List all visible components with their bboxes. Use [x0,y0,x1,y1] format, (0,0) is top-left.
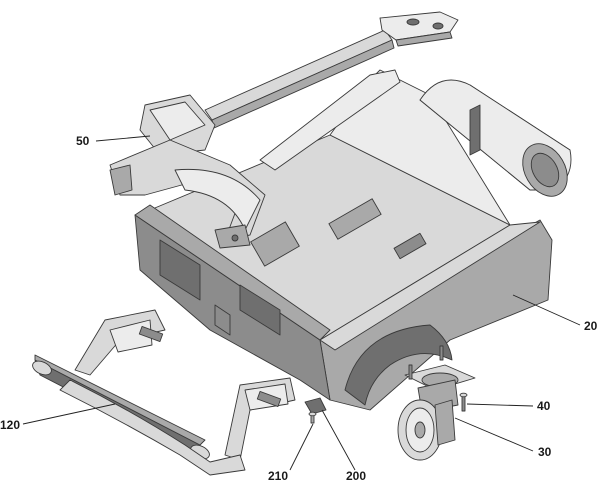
caster-wheel [397,364,476,461]
lever-arm [204,11,459,129]
leader-lines [22,135,581,471]
callout-120: 120 [0,418,20,432]
callout-30: 30 [538,445,552,459]
clip-part [304,397,327,415]
screw-part [308,411,317,424]
mounting-bolts [408,345,468,412]
callout-210: 210 [268,469,288,483]
callout-50: 50 [76,134,90,148]
leader-40 [466,403,534,407]
callout-200: 200 [346,469,366,483]
callout-40: 40 [537,399,551,413]
leader-50 [95,135,151,142]
callout-labels: 50 20 40 30 120 210 200 [0,134,598,483]
motor-cylinder [419,79,572,197]
u-frame-axle [32,309,296,476]
leader-120 [22,403,116,425]
leader-30 [454,417,534,452]
leader-20 [512,294,581,326]
callout-20: 20 [584,319,598,333]
leader-200 [321,409,356,471]
chassis-body [134,69,553,411]
leader-210 [289,423,314,471]
latch-bracket [109,94,266,249]
